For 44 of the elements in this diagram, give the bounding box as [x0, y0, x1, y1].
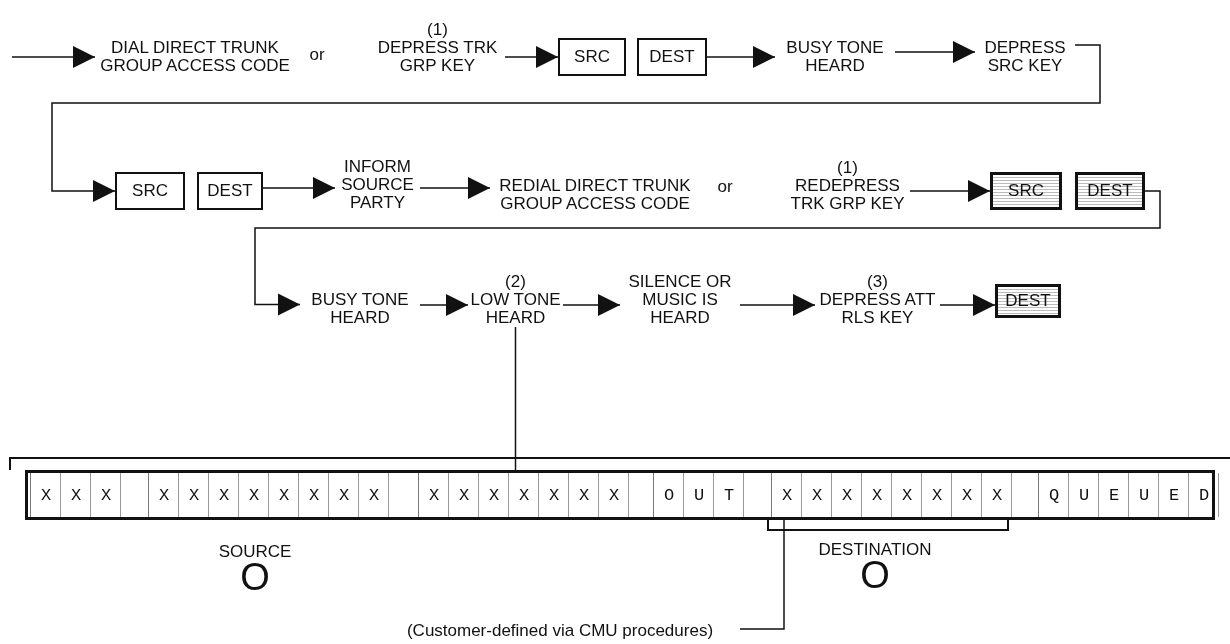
- footnote-mark: (1): [837, 158, 858, 178]
- step-text: BUSY TONE HEARD: [785, 39, 885, 75]
- step-text: REDIAL DIRECT TRUNK GROUP ACCESS CODE: [498, 177, 692, 213]
- footnote-mark: (3): [867, 272, 888, 292]
- step-text: DEPRESS TRK GRP KEY: [376, 39, 499, 75]
- text-label: or: [308, 46, 326, 63]
- arrow: [11, 46, 96, 68]
- arrow: [254, 190, 1161, 316]
- text-label: SOURCE: [217, 543, 293, 560]
- lit-indicator-box: DEST: [995, 284, 1061, 318]
- footnote-mark: (1): [427, 20, 448, 40]
- leader-line: [739, 519, 785, 630]
- indicator-box: DEST: [637, 38, 707, 76]
- arrow: [504, 46, 559, 68]
- arrow: [419, 294, 469, 316]
- connector-line: [514, 326, 517, 471]
- arrow: [562, 294, 621, 316]
- step-text: SILENCE OR MUSIC IS HEARD: [627, 273, 733, 327]
- arrow: [262, 177, 336, 199]
- indicator-letter: O: [240, 558, 270, 596]
- arrow: [909, 180, 991, 202]
- indicator-letter: O: [860, 556, 890, 594]
- text-label: DESTINATION: [817, 541, 933, 558]
- arrow: [706, 46, 776, 68]
- step-text: BUSY TONE HEARD: [310, 291, 410, 327]
- arrow: [51, 44, 1101, 202]
- indicator-box: DEST: [197, 172, 263, 210]
- note-text: (Customer-defined via CMU procedures): [406, 622, 714, 640]
- lit-indicator-box: DEST: [1075, 172, 1145, 210]
- arrow: [419, 177, 491, 199]
- arrow: [939, 294, 996, 316]
- step-text: DEPRESS ATT RLS KEY: [818, 291, 937, 327]
- footnote-mark: (2): [505, 272, 526, 292]
- step-text: DEPRESS SRC KEY: [983, 39, 1067, 75]
- step-text: REDEPRESS TRK GRP KEY: [789, 177, 906, 213]
- step-text: DIAL DIRECT TRUNK GROUP ACCESS CODE: [99, 39, 291, 75]
- arrow: [894, 41, 976, 63]
- step-text: INFORM SOURCE PARTY: [340, 158, 415, 212]
- step-text: LOW TONE HEARD: [469, 291, 562, 327]
- indicator-box: SRC: [115, 172, 185, 210]
- text-label: or: [716, 178, 734, 195]
- arrow: [739, 294, 816, 316]
- lit-indicator-box: SRC: [990, 172, 1062, 210]
- indicator-box: SRC: [558, 38, 626, 76]
